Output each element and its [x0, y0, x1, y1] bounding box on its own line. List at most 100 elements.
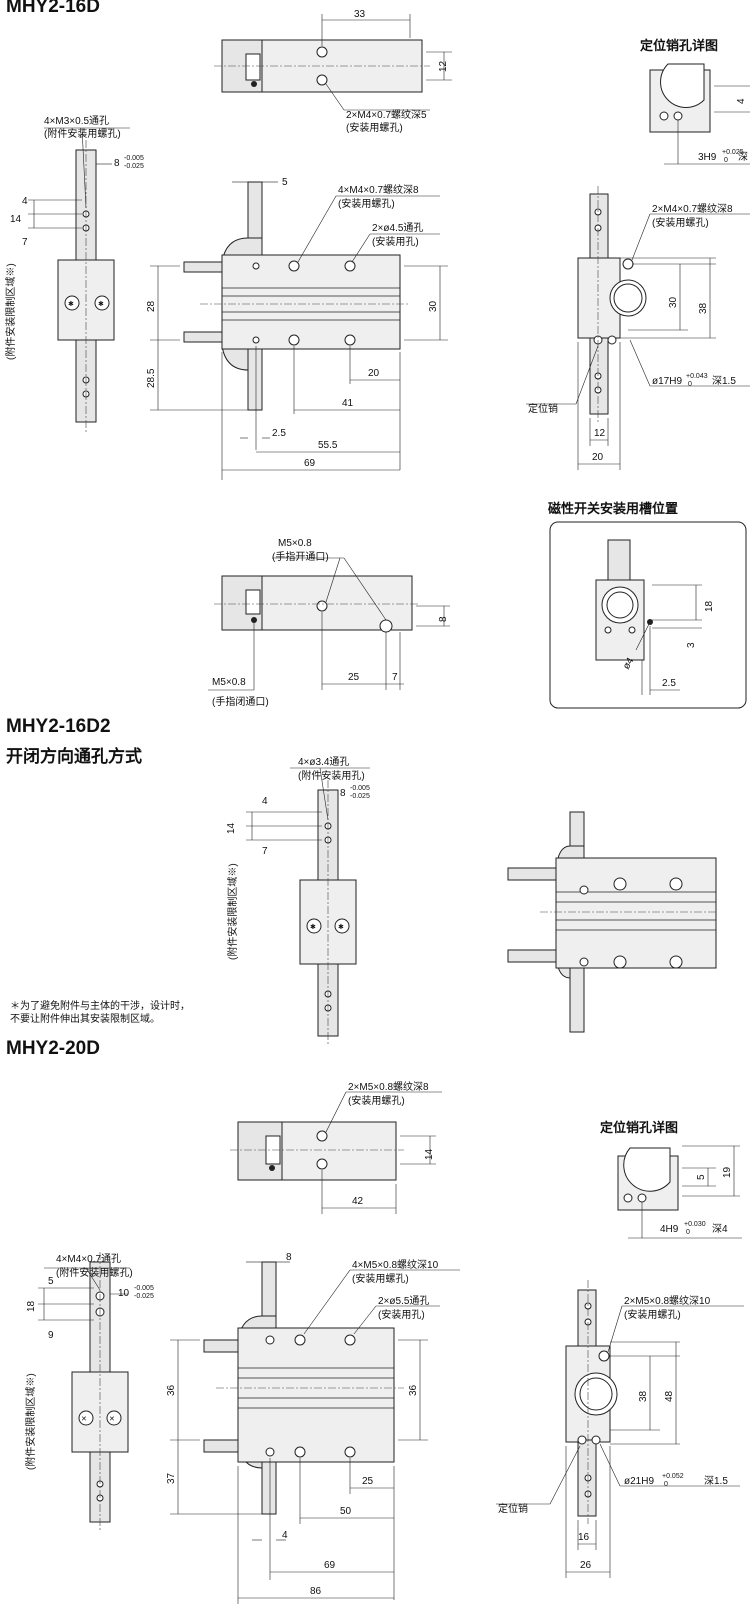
fit-8-upper: -0.005 [124, 155, 144, 162]
dim-20-right: 20 [592, 452, 604, 463]
dim-4a: 4 [22, 196, 28, 207]
dim-20-front: 20 [368, 368, 380, 379]
dim-8-bottom: 8 [438, 616, 449, 622]
callout-4-d34-thru: 4×ø3.4通孔 [298, 756, 349, 768]
dim-14-d2: 14 [226, 822, 237, 834]
dim-2-5-front: 2.5 [272, 428, 286, 439]
dim-5-detail-20: 5 [696, 1174, 707, 1180]
dim-37: 37 [166, 1472, 177, 1484]
hex-mark-4: ✱ [338, 923, 344, 931]
hex-mark-2: ✱ [98, 300, 104, 308]
dim-25-20: 25 [362, 1476, 374, 1487]
locating-pin-label-20: 定位销 [498, 1502, 528, 1515]
callout-2-m5-depth10: 2×M5×0.8螺纹深10 [624, 1294, 711, 1307]
dim-38: 38 [698, 302, 709, 314]
mhy2-16d-bottom-view: M5×0.8 (手指开通口) 8 25 7 M5×0.8 (手指闭通口) [208, 538, 450, 708]
dim-19: 19 [722, 1166, 733, 1178]
mhy2-16d2-left-view: ✱ ✱ 4×ø3.4通孔 (附件安装用孔) 8 -0.005 -0.025 4 … [226, 756, 370, 1044]
m5-close-label: M5×0.8 [212, 677, 246, 688]
d21h9-depth: 深1.5 [704, 1475, 728, 1487]
dim-4-detail: 4 [736, 98, 747, 104]
mhy2-16d-right-view: 2×M4×0.7螺纹深8 (安装用螺孔) 30 38 ø17H9 +0.043 … [526, 186, 750, 470]
callout-att-screw-20: (附件安装用螺孔) [56, 1266, 133, 1279]
dim-7: 7 [22, 237, 28, 248]
callout-2-d55-thru: 2×ø5.5通孔 [378, 1295, 429, 1307]
callout-mount-screw-1: (安装用螺孔) [346, 121, 403, 134]
fit-8-d2: 8 [340, 788, 346, 799]
dim-14: 14 [10, 214, 22, 225]
x-mark-1: ✕ [81, 1416, 87, 1423]
interference-note: ＊为了避免附件与主体的干涉，设计时， 不要让附件伸出其安装限制区域。 [10, 1000, 190, 1026]
hex-mark-1: ✱ [68, 300, 74, 308]
mhy2-20d-left-view: ✕ ✕ 4×M4×0.7通孔 (附件安装用螺孔) 10 -0.005 -0.02… [24, 1252, 154, 1532]
pin-detail-heading-16: 定位销孔详图 [639, 38, 718, 53]
fit-10-lower: -0.025 [134, 1293, 154, 1300]
callout-2-m4-depth8: 2×M4×0.7螺纹深8 [652, 202, 733, 215]
callout-mount-screw-2: (安装用螺孔) [338, 197, 395, 210]
callout-2-m5-depth8: 2×M5×0.8螺纹深8 [348, 1080, 429, 1093]
locating-pin-label-16: 定位销 [528, 402, 558, 415]
dim-5: 5 [282, 177, 288, 188]
h4h9-tol0: 0 [686, 1229, 690, 1236]
h3h9-tol: +0.025 [722, 149, 744, 156]
dim-8-20: 8 [286, 1252, 292, 1263]
d21h9-tol0: 0 [664, 1481, 668, 1488]
dim-5-20: 5 [48, 1276, 54, 1287]
d17h9-label: ø17H9 [652, 376, 682, 387]
dim-50: 50 [340, 1506, 352, 1517]
mhy2-20d-pin-detail: 定位销孔详图 5 19 4H9 +0.030 0 深4 [599, 1120, 742, 1239]
dim-26: 26 [580, 1560, 592, 1571]
h4h9-tol: +0.030 [684, 1221, 706, 1228]
dim-41: 41 [342, 398, 354, 409]
dim-86: 86 [310, 1586, 322, 1597]
hex-mark-3: ✱ [310, 923, 316, 931]
fit-8-d2-upper: -0.005 [350, 785, 370, 792]
dim-33: 33 [354, 9, 366, 20]
dim-4-d2: 4 [262, 796, 268, 807]
dim-16: 16 [578, 1532, 590, 1543]
dim-30-front: 30 [428, 300, 439, 312]
dim-2-5-slot: 2.5 [662, 678, 676, 689]
dim-28: 28 [146, 300, 157, 312]
fit-8-lower: -0.025 [124, 163, 144, 170]
dim-48: 48 [664, 1390, 675, 1402]
restrict-zone-label-1: (附件安装限制区域※) [4, 263, 17, 360]
dim-7-d2: 7 [262, 846, 268, 857]
d21h9-tol: +0.052 [662, 1473, 684, 1480]
fit-10: 10 [118, 1288, 130, 1299]
dim-36-right: 36 [408, 1384, 419, 1396]
mhy2-16d-left-view: ✱ ✱ 4×M3×0.5通孔 (附件安装用螺孔) 8 -0.005 -0.025… [4, 115, 144, 432]
callout-mount-screw-3: (安装用螺孔) [652, 216, 709, 229]
mhy2-16d-top-view: 33 12 2×M4×0.7螺纹深5 (安装用螺孔) [214, 9, 452, 134]
callout-4-m4-depth8: 4×M4×0.7螺纹深8 [338, 183, 419, 196]
note-line-2: 不要让附件伸出其安装限制区域。 [10, 1014, 160, 1025]
dim-3-slot: 3 [686, 642, 697, 648]
fit-10-upper: -0.005 [134, 1285, 154, 1292]
callout-att-hole: (附件安装用孔) [298, 769, 365, 782]
mhy2-20d-front-view: 8 4×M5×0.8螺纹深10 (安装用螺孔) 2×ø5.5通孔 (安装用孔) … [166, 1252, 460, 1604]
dim-28-5: 28.5 [146, 368, 157, 388]
callout-2-d45-thru: 2×ø4.5通孔 [372, 222, 423, 234]
dim-69: 69 [304, 458, 316, 469]
finger-open-label: (手指开通口) [272, 550, 329, 563]
callout-mount-screw-20c: (安装用螺孔) [624, 1308, 681, 1321]
dim-14-20: 14 [424, 1148, 435, 1160]
dim-42: 42 [352, 1196, 364, 1207]
callout-mount-screw-20a: (安装用螺孔) [348, 1094, 405, 1107]
h3h9-label: 3H9 [698, 152, 717, 163]
dim-30-right: 30 [668, 296, 679, 308]
switch-slot-heading: 磁性开关安装用槽位置 [548, 501, 678, 516]
restrict-zone-label-2: (附件安装限制区域※) [226, 863, 239, 960]
fit-8: 8 [114, 158, 120, 169]
callout-mount-screw-20b: (安装用螺孔) [352, 1272, 409, 1285]
h4h9-label: 4H9 [660, 1224, 679, 1235]
x-mark-2: ✕ [109, 1416, 115, 1423]
restrict-zone-label-3: (附件安装限制区域※) [24, 1373, 37, 1470]
h4h9-depth: 深4 [712, 1223, 728, 1235]
dim-36-left: 36 [166, 1384, 177, 1396]
dim-12-right: 12 [594, 428, 606, 439]
d17h9-tol0: 0 [688, 381, 692, 388]
note-line-1: ＊为了避免附件与主体的干涉，设计时， [10, 1001, 190, 1012]
mhy2-20d-top-view: 2×M5×0.8螺纹深8 (安装用螺孔) 14 42 [230, 1080, 442, 1214]
